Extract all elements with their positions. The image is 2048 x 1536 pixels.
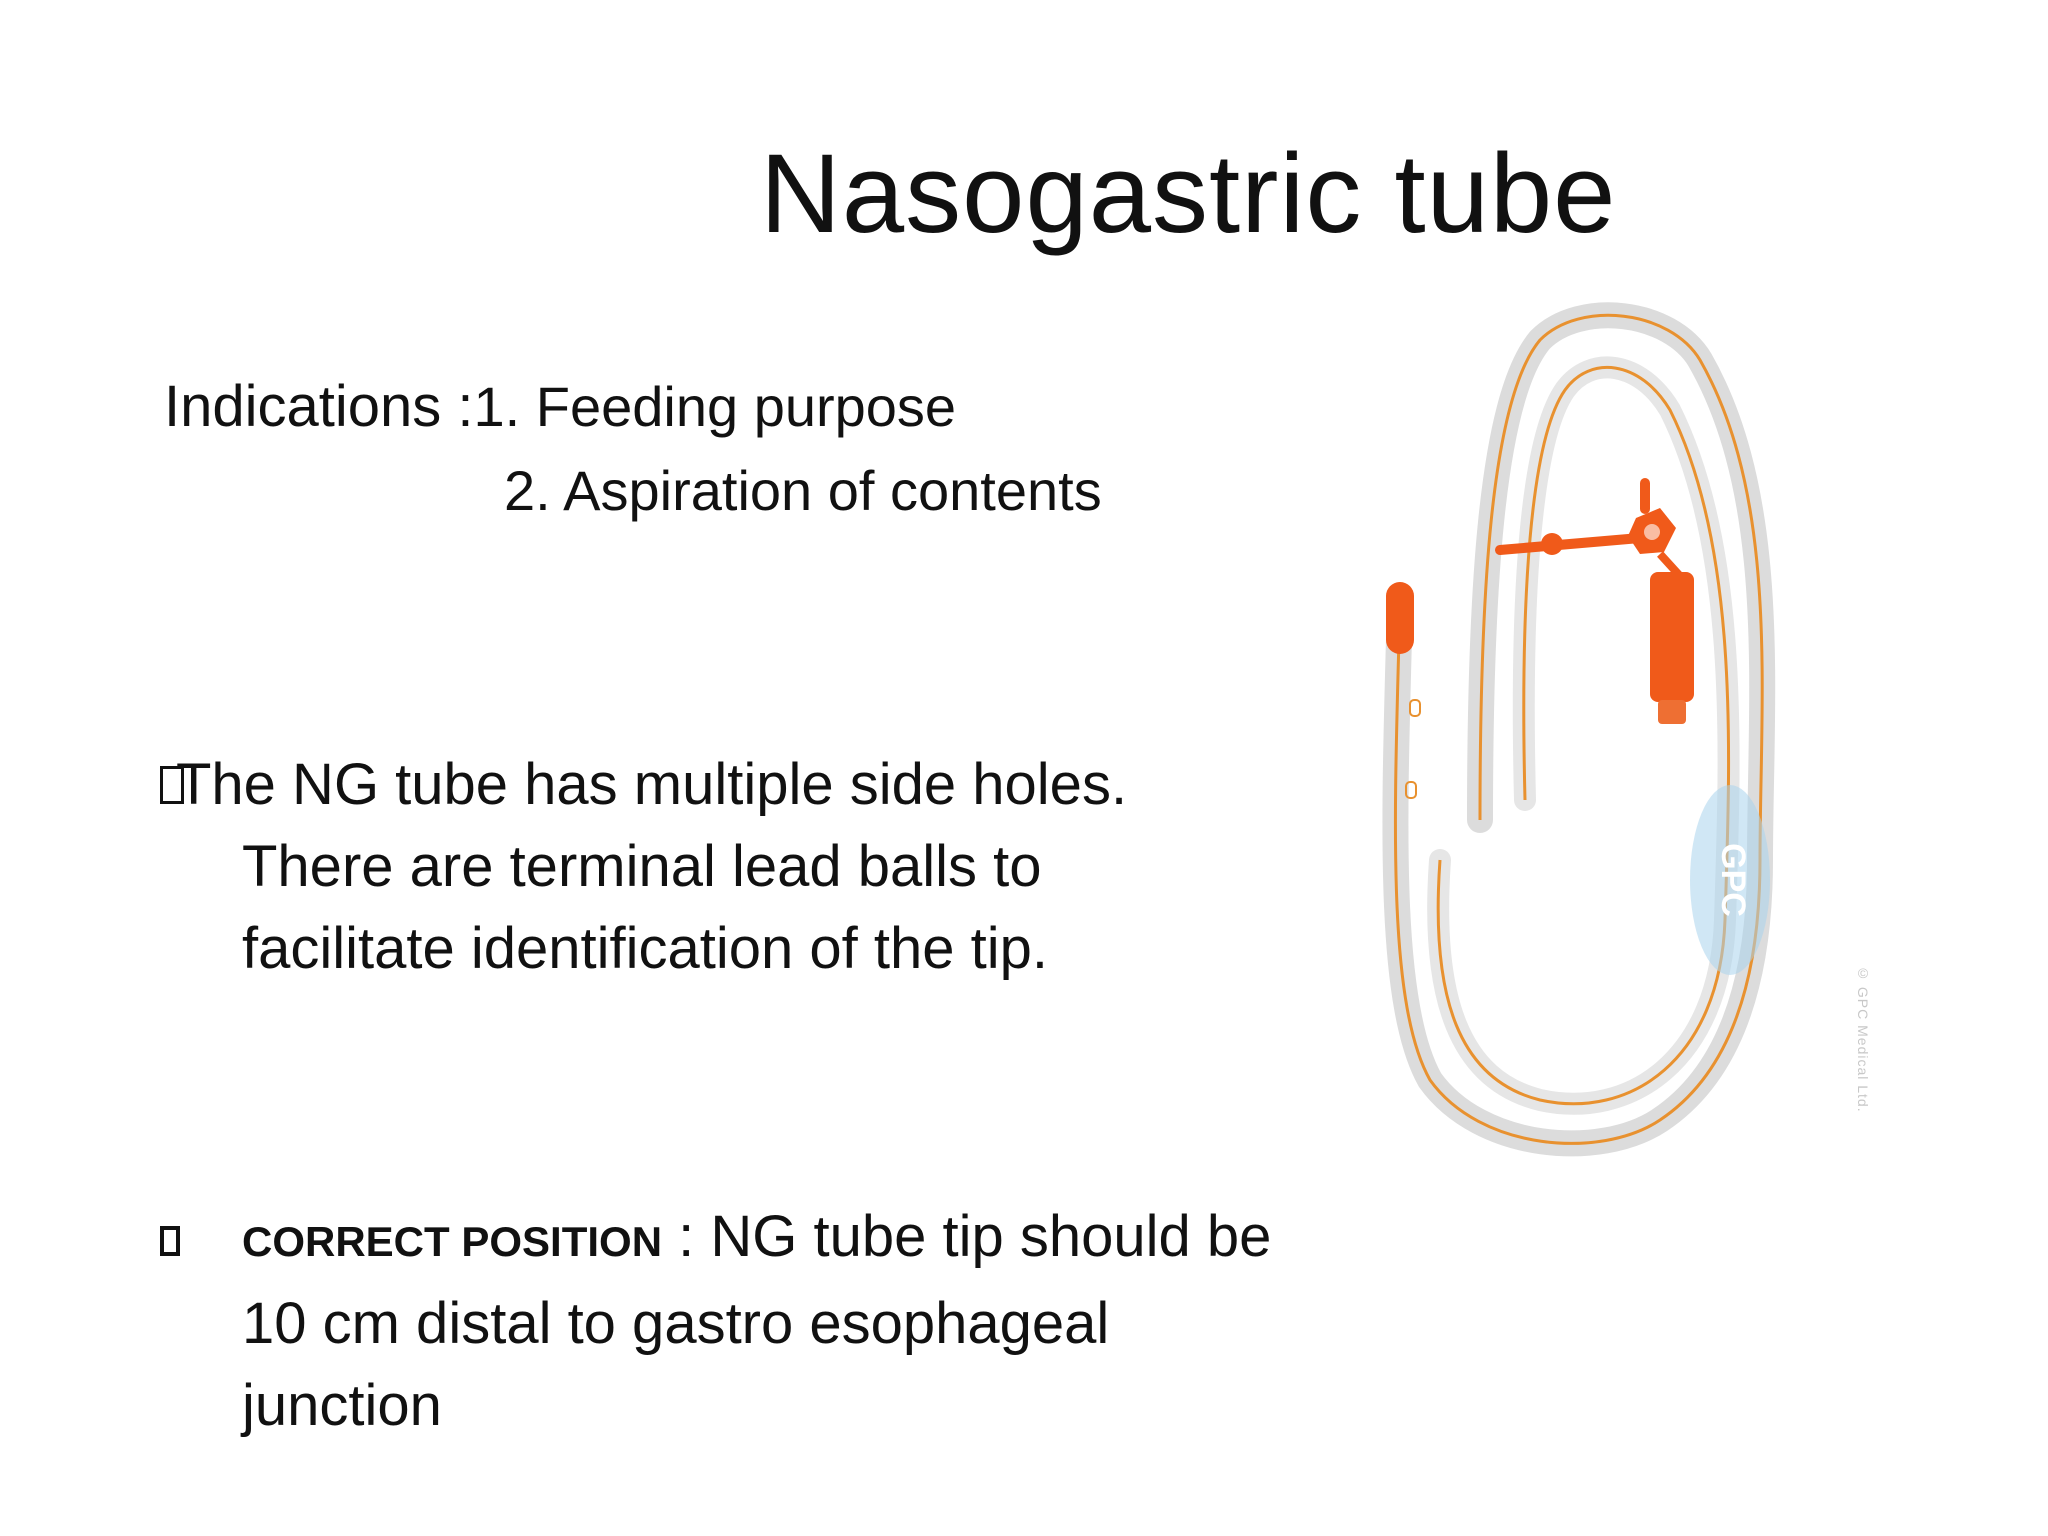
bullet-box-icon [160,766,184,804]
bullet-one-line-2: There are terminal lead balls to [242,834,1042,899]
tube-inner-line [1436,366,1731,1106]
ng-tube-illustration: GPC [1382,302,1776,1157]
indication-item-2: 2. Aspiration of contents [504,458,1102,522]
side-hole-2 [1405,781,1417,799]
correct-position-text: NG tube tip should be [710,1204,1272,1269]
gpc-watermark-text: GPC [1714,843,1752,917]
bullet-two-line-1: CORRECT POSITION : NG tube tip should be [242,1196,1340,1283]
image-credit: © GPC Medical Ltd. [1855,965,1871,1113]
indications-list: Indications :1. Feeding purpose 2. Aspir… [164,374,1102,523]
slide-title: Nasogastric tube [760,131,1617,256]
tube-connector-neck [1658,700,1686,724]
correct-position-separator: : [662,1204,711,1269]
tube-connector [1650,572,1694,702]
bullet-correct-position: CORRECT POSITION : NG tube tip should be… [160,1196,1340,1447]
cap-hub-hole [1644,524,1660,540]
tube-orange-tip [1386,582,1414,654]
correct-position-label: CORRECT POSITION [242,1218,663,1265]
indications-label: Indications : [164,374,474,439]
bullet-box-icon [160,1226,180,1256]
bullet-one-line-1: The NG tube has multiple side holes. [176,752,1128,817]
cap-arm [1495,533,1645,555]
gpc-watermark [1690,785,1770,975]
indications-row-1: Indications :1. Feeding purpose [164,374,1102,441]
bullet-side-holes: The NG tube has multiple side holes. The… [160,744,1340,990]
cap-knob [1541,533,1563,555]
cap-link [1657,551,1683,579]
indication-item-1: 1. Feeding purpose [473,375,957,438]
cap-stem [1640,478,1650,514]
side-hole-1 [1409,699,1421,717]
bullet-two-line-2: 10 cm distal to gastro esophageal [242,1291,1110,1356]
bullet-two-line-3: junction [242,1373,442,1438]
bullet-one-line-3: facilitate identification of the tip. [242,916,1049,981]
ng-tube-photo: GPC [1340,300,1900,1160]
